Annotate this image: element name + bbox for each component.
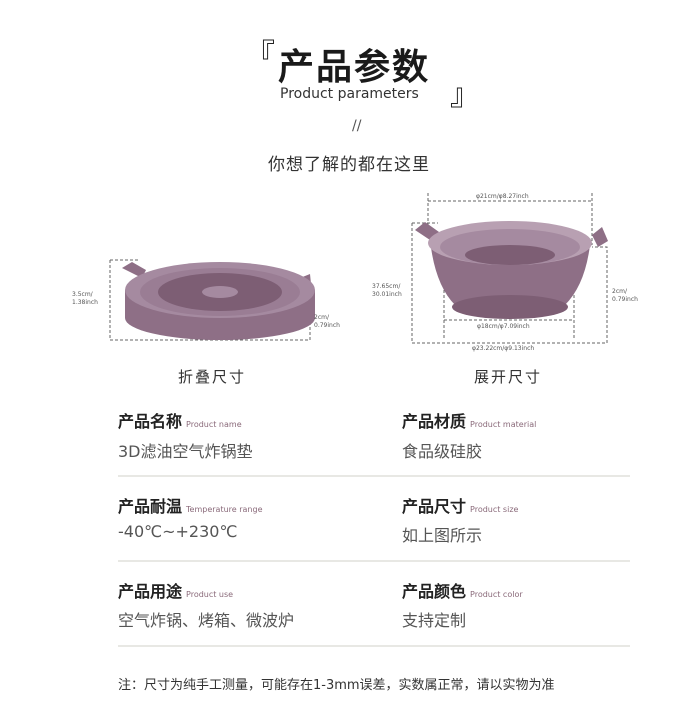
folded-height-label: 3.5cm/ 1.38inch xyxy=(72,291,98,306)
param-use-value: 空气炸锅、烤箱、微波炉 xyxy=(118,611,295,630)
expanded-bottom-diameter: φ18cm/φ7.09inch xyxy=(477,323,530,330)
param-temperature-value: -40℃~+230℃ xyxy=(118,522,238,541)
bracket-close: 』 xyxy=(450,78,480,113)
expanded-total-diameter: φ23.22cm/φ9.13inch xyxy=(472,345,535,352)
folded-caption: 折叠尺寸 xyxy=(178,368,247,386)
expanded-product-image xyxy=(411,193,608,344)
tagline: 你想了解的都在这里 xyxy=(268,155,430,175)
expanded-height2-label: 2cm/ 0.79inch xyxy=(612,288,638,303)
divider xyxy=(118,560,630,562)
expanded-caption: 展开尺寸 xyxy=(474,368,543,386)
bracket-open: 『 xyxy=(245,38,275,73)
slash-divider: // xyxy=(352,118,362,134)
page-title: 产品参数 xyxy=(278,47,431,88)
folded-height2-label: 2cm/ 0.79inch xyxy=(314,314,340,329)
measurement-note: 注：尺寸为纯手工测量，可能存在1-3mm误差，实数属正常，请以实物为准 xyxy=(118,678,555,693)
expanded-top-diameter: φ21cm/φ8.27inch xyxy=(476,193,529,200)
divider xyxy=(118,645,630,647)
param-color-value: 支持定制 xyxy=(402,611,467,630)
param-material-value: 食品级硅胶 xyxy=(402,442,483,461)
param-name-value: 3D滤油空气炸锅垫 xyxy=(118,442,253,461)
folded-product-image xyxy=(109,259,315,341)
param-size-value: 如上图所示 xyxy=(402,526,483,545)
expanded-height-label: 37.65cm/ 30.01inch xyxy=(372,283,402,298)
page-subtitle: Product parameters xyxy=(280,86,419,102)
divider xyxy=(118,475,630,477)
